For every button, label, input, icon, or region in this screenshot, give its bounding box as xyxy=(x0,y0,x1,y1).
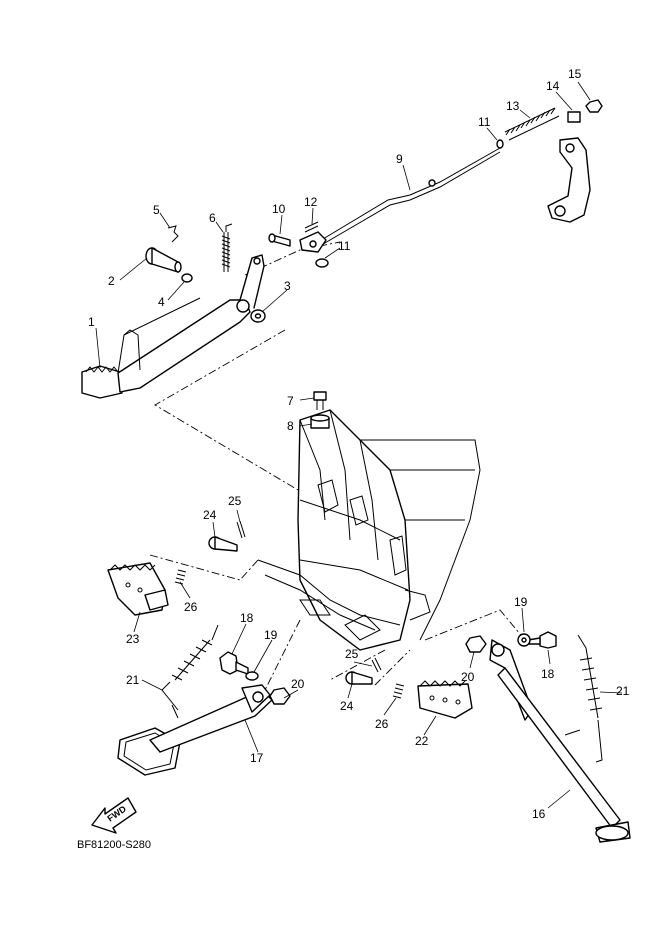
callout: 4 xyxy=(158,295,165,309)
spring-21-left xyxy=(161,624,219,719)
brake-arm xyxy=(547,137,591,223)
callout: 18 xyxy=(240,611,254,625)
callout: 9 xyxy=(396,152,403,166)
cotter-25-left xyxy=(236,520,246,539)
callout: 21 xyxy=(126,673,140,687)
callout: 6 xyxy=(209,211,216,225)
rod-spring-13 xyxy=(504,107,560,141)
callout: 3 xyxy=(284,279,291,293)
callout: 19 xyxy=(264,628,278,642)
footrest-right-22 xyxy=(417,680,473,719)
callout: 11 xyxy=(338,239,351,253)
callout: 22 xyxy=(415,734,429,748)
frame xyxy=(257,409,481,651)
callout: 21 xyxy=(616,684,630,698)
callout: 5 xyxy=(153,203,160,217)
fwd-arrow-icon: FWD xyxy=(91,797,137,834)
callout: 19 xyxy=(514,595,528,609)
callout: 23 xyxy=(126,632,140,646)
pin-24-left xyxy=(208,536,238,552)
callout: 17 xyxy=(250,751,264,765)
cotter-pin-5 xyxy=(167,225,179,243)
callout: 15 xyxy=(568,67,582,81)
spring-26-left xyxy=(174,569,187,585)
circlip-4 xyxy=(181,273,193,283)
leader-lines xyxy=(95,81,623,809)
adjuster-14 xyxy=(567,111,581,123)
callout: 14 xyxy=(546,79,560,93)
side-stand-16 xyxy=(489,639,631,843)
callout: 26 xyxy=(375,717,389,731)
callouts: 1 2 3 4 5 6 7 8 9 10 11 11 12 13 14 15 1… xyxy=(88,67,630,821)
footrest-left-23 xyxy=(107,562,169,616)
callout: 24 xyxy=(203,508,217,522)
bolt-18-left xyxy=(219,651,249,675)
callout: 16 xyxy=(532,807,546,821)
washer-19-left xyxy=(245,671,259,681)
bolt-7 xyxy=(313,391,327,410)
nut-15 xyxy=(585,99,603,113)
callout: 8 xyxy=(287,419,294,433)
bolt-18-right xyxy=(527,631,557,649)
return-spring-6 xyxy=(221,223,233,272)
callout: 25 xyxy=(345,647,359,661)
callout: 20 xyxy=(461,670,475,684)
callout: 7 xyxy=(287,394,294,408)
washer-3 xyxy=(250,309,266,323)
nut-8 xyxy=(310,414,330,429)
callout: 10 xyxy=(272,202,286,216)
callout: 13 xyxy=(506,99,520,113)
washer-19-right xyxy=(517,633,531,647)
callout: 2 xyxy=(108,274,115,288)
spring-26-right xyxy=(392,683,405,699)
callout: 18 xyxy=(541,667,555,681)
callout: 12 xyxy=(304,195,318,209)
callout: 24 xyxy=(340,699,354,713)
callout: 11 xyxy=(478,115,491,129)
cotter-25-right xyxy=(371,657,382,673)
callout: 26 xyxy=(184,600,198,614)
callout: 20 xyxy=(291,677,305,691)
callout: 1 xyxy=(88,315,95,329)
nut-20-left xyxy=(269,687,291,705)
nut-20-right xyxy=(465,635,487,653)
diagram-reference-code: BF81200-S280 xyxy=(77,839,151,851)
pin-24-right xyxy=(345,671,373,685)
brake-rod xyxy=(268,139,504,268)
pivot-shaft xyxy=(145,247,182,273)
callout: 25 xyxy=(228,494,242,508)
spring-21-right xyxy=(564,634,603,763)
